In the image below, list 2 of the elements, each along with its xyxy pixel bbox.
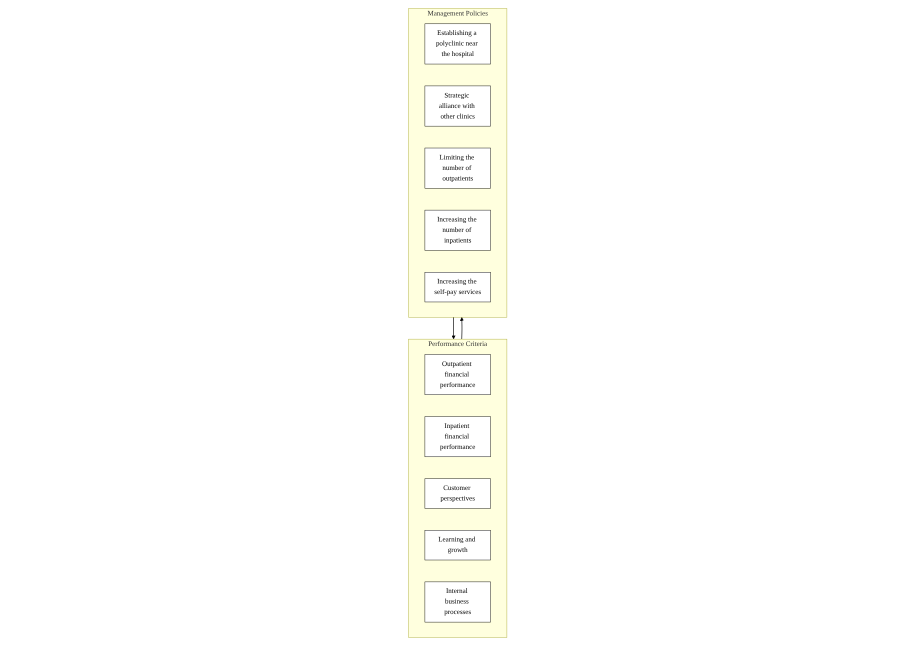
arrow (451, 316, 456, 340)
arrow (460, 317, 464, 340)
